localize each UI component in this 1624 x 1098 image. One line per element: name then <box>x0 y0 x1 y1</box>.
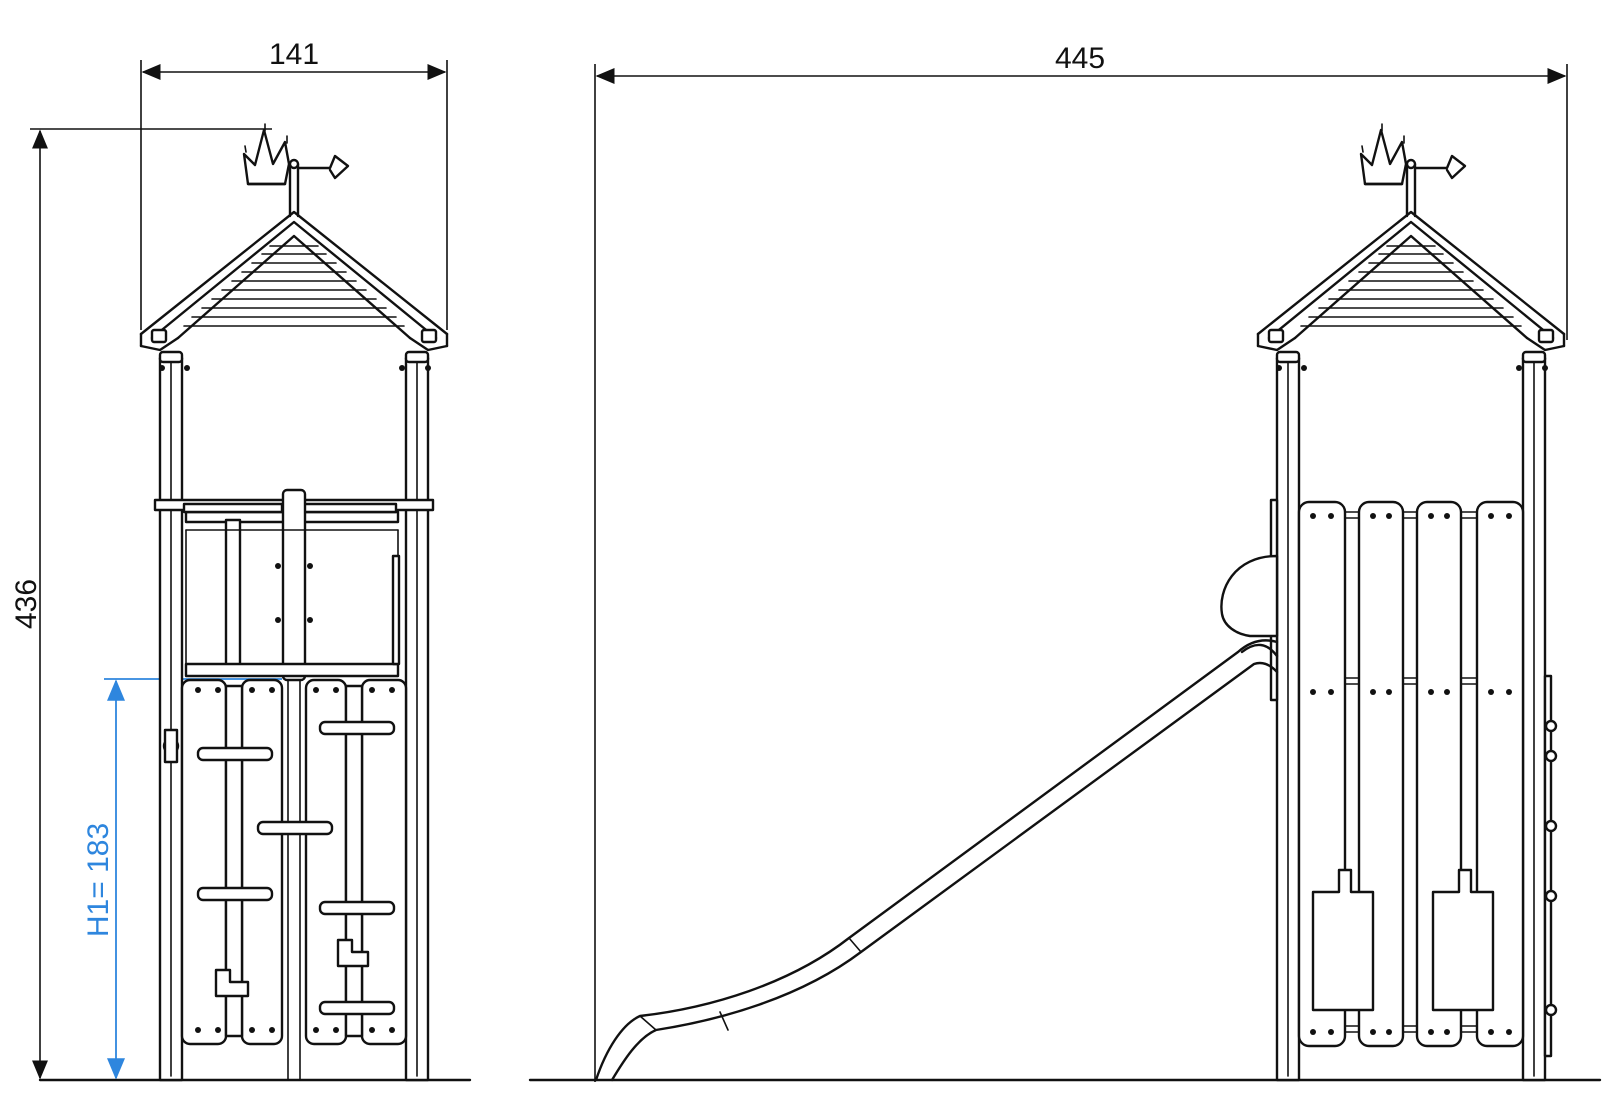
climbing-holds <box>196 720 396 1016</box>
dimension-front-width: 141 <box>140 38 448 330</box>
tower-roof <box>139 210 449 352</box>
dimension-total-height: 436 <box>10 128 272 1080</box>
front-view <box>139 123 449 1082</box>
front-posts <box>158 350 431 1082</box>
handle-bracket <box>162 728 180 764</box>
total-height-label: 436 <box>10 579 43 629</box>
front-width-label: 141 <box>269 38 319 71</box>
side-view <box>594 123 1566 1082</box>
dimension-side-width: 445 <box>594 42 1568 1082</box>
front-climbing-wall <box>162 678 408 1081</box>
crown-weathervane <box>242 123 350 218</box>
front-upper-rail <box>153 488 435 682</box>
slide <box>594 554 1279 1082</box>
crown-weathervane-side <box>1359 123 1467 218</box>
platform-height-label: H1= 183 <box>82 823 115 937</box>
side-wall-panel <box>1297 500 1525 1048</box>
tower-roof-side <box>1256 210 1566 352</box>
side-width-label: 445 <box>1055 42 1105 75</box>
